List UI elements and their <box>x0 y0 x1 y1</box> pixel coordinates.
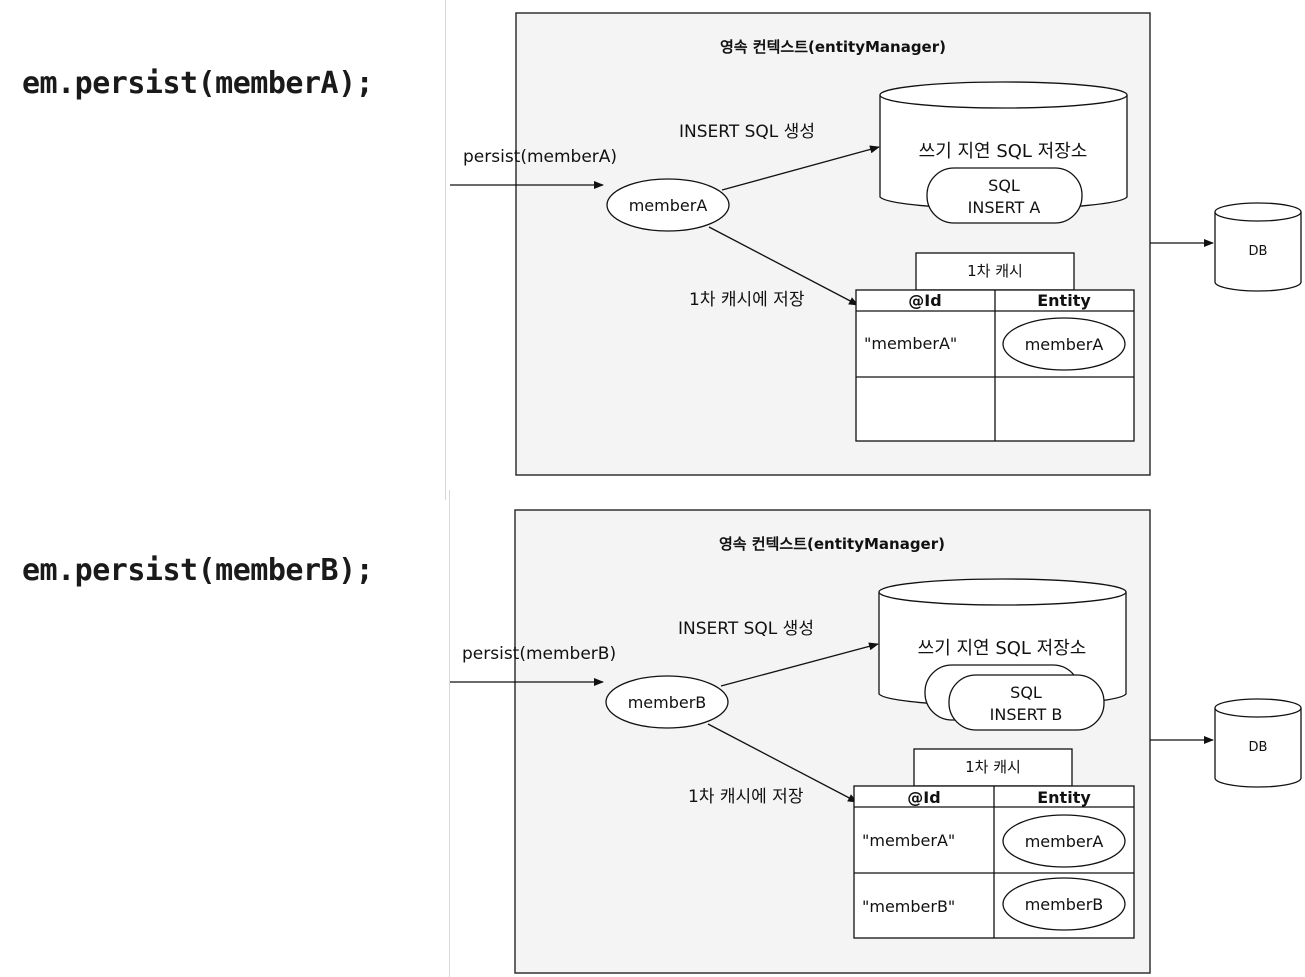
db-label: DB <box>1249 244 1268 259</box>
context-title: 영속 컨텍스트(entityManager) <box>720 38 946 56</box>
persist-call-label: persist(memberA) <box>463 147 617 167</box>
db-label: DB <box>1249 740 1268 755</box>
cache-row-entity: memberA <box>1025 335 1104 354</box>
cache-entity-member-a <box>1002 317 1126 371</box>
store-cache-arrow <box>708 226 859 306</box>
store-cache-arrow <box>707 723 858 803</box>
cache-header-id: @Id <box>908 291 941 310</box>
cache-row-id: "memberA" <box>864 334 957 353</box>
persist-call-label: persist(memberB) <box>462 644 616 664</box>
cache-title-box <box>913 748 1073 787</box>
sql-item-insert-b <box>948 674 1105 731</box>
separator-bottom <box>449 490 450 977</box>
store-cache-label: 1차 캐시에 저장 <box>689 290 805 310</box>
entity-node-member-b <box>605 675 729 729</box>
insert-sql-arrow <box>720 642 879 687</box>
cache-row-id-b: "memberB" <box>862 897 955 916</box>
separator-top <box>445 0 446 500</box>
cache-header-entity: Entity <box>1037 291 1091 310</box>
insert-sql-label: INSERT SQL 생성 <box>678 619 814 639</box>
insert-sql-label: INSERT SQL 생성 <box>679 122 815 142</box>
code-label-persist-b: em.persist(memberB); <box>22 553 374 588</box>
diagram-panel-a: 영속 컨텍스트(entityManager) persist(memberA) … <box>450 12 1302 476</box>
cache-row-entity-b: memberB <box>1025 895 1104 914</box>
entity-node-label: memberA <box>629 196 708 215</box>
sql-store-title: 쓰기 지연 SQL 저장소 <box>919 141 1088 162</box>
sql-item-line2: INSERT A <box>968 198 1041 217</box>
sql-item-insert-a <box>926 167 1083 224</box>
diagram-panel-b: 영속 컨텍스트(entityManager) persist(memberB) … <box>450 509 1302 974</box>
context-title: 영속 컨텍스트(entityManager) <box>719 535 945 553</box>
code-label-persist-a: em.persist(memberA); <box>22 66 374 101</box>
db-cylinder <box>1214 698 1302 788</box>
cache-title: 1차 캐시 <box>967 262 1023 280</box>
entity-node-label: memberB <box>628 693 707 712</box>
cache-title: 1차 캐시 <box>965 758 1021 776</box>
insert-sql-arrow <box>721 145 880 191</box>
sql-item-line1: SQL <box>988 176 1020 195</box>
sql-item-line1: SQL <box>1010 683 1042 702</box>
entity-node-member-a <box>606 178 730 232</box>
sql-store-title: 쓰기 지연 SQL 저장소 <box>918 638 1087 659</box>
db-cylinder <box>1214 202 1302 292</box>
cache-entity-member-a <box>1002 814 1126 868</box>
sql-item-line2: INSERT B <box>990 705 1063 724</box>
cache-row-id-a: "memberA" <box>862 831 955 850</box>
cache-header-id: @Id <box>907 788 940 807</box>
cache-header-entity: Entity <box>1037 788 1091 807</box>
cache-entity-member-b <box>1002 877 1126 931</box>
cache-row-entity-a: memberA <box>1025 832 1104 851</box>
store-cache-label: 1차 캐시에 저장 <box>688 787 804 807</box>
